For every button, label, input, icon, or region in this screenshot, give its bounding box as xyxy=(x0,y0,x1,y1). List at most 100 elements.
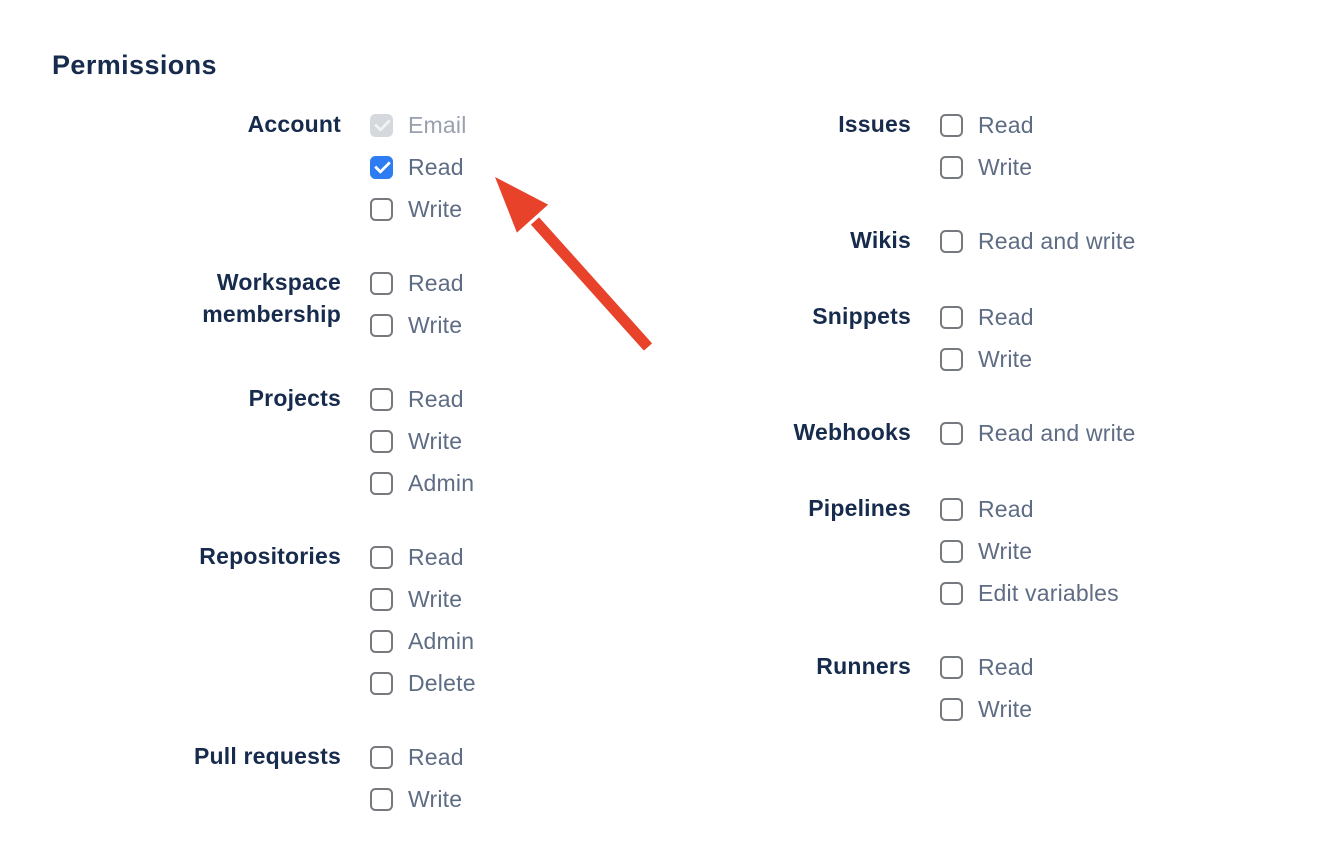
permission-option: Read xyxy=(370,744,464,770)
checkbox-unchecked[interactable] xyxy=(940,229,963,253)
checkbox-unchecked[interactable] xyxy=(370,545,393,569)
checkbox-label[interactable]: Admin xyxy=(408,469,475,496)
permission-option: Read xyxy=(370,270,464,296)
permission-options: Read Write Edit variables xyxy=(940,496,1119,606)
checkbox-label[interactable]: Write xyxy=(978,345,1033,372)
permission-options: Read Write xyxy=(370,270,464,338)
permission-option: Read xyxy=(940,304,1034,330)
checkbox-unchecked[interactable] xyxy=(370,429,393,453)
checkbox-label[interactable]: Write xyxy=(978,153,1033,180)
permission-group: Issues Read Write xyxy=(736,111,1136,180)
permission-options: Read Write xyxy=(940,654,1034,722)
permission-group: Projects Read Write Admin xyxy=(166,385,476,496)
permission-option: Write xyxy=(940,696,1034,722)
checkbox-label[interactable]: Edit variables xyxy=(978,579,1119,606)
permission-option: Read xyxy=(940,112,1034,138)
checkbox-label[interactable]: Read and write xyxy=(978,227,1136,254)
checkbox-label[interactable]: Read xyxy=(408,385,464,412)
checkbox-label[interactable]: Delete xyxy=(408,669,476,696)
checkbox-unchecked[interactable] xyxy=(370,745,393,769)
checkbox-label[interactable]: Read xyxy=(978,111,1034,138)
permission-option: Read xyxy=(940,496,1119,522)
checkbox-checked[interactable] xyxy=(370,155,393,179)
permission-group-label: Repositories xyxy=(199,543,341,569)
checkbox-label[interactable]: Write xyxy=(408,585,463,612)
permission-group: Repositories Read Write Admin xyxy=(166,543,476,696)
checkbox-label[interactable]: Admin xyxy=(408,627,475,654)
permission-option: Write xyxy=(370,786,464,812)
permissions-column-right: Issues Read Write Wikis xyxy=(736,111,1136,722)
permission-options: Read Write xyxy=(940,112,1034,180)
checkbox-unchecked[interactable] xyxy=(940,305,963,329)
permission-option: Write xyxy=(940,538,1119,564)
permission-group: Webhooks Read and write xyxy=(736,419,1136,448)
checkbox-label[interactable]: Write xyxy=(408,785,463,812)
checkbox-unchecked[interactable] xyxy=(940,421,963,445)
permission-option: Email xyxy=(370,112,467,138)
checkbox-unchecked[interactable] xyxy=(370,387,393,411)
checkbox-unchecked[interactable] xyxy=(940,539,963,563)
permission-group-label: Pull requests xyxy=(193,743,341,769)
permission-group-label: Pipelines xyxy=(808,495,911,521)
checkbox-unchecked[interactable] xyxy=(370,629,393,653)
checkbox-unchecked[interactable] xyxy=(940,113,963,137)
checkbox-label[interactable]: Write xyxy=(408,311,463,338)
permission-option: Write xyxy=(370,428,474,454)
permission-option: Admin xyxy=(370,470,474,496)
permission-options: Email Read Write xyxy=(370,112,467,222)
checkbox-unchecked[interactable] xyxy=(940,655,963,679)
checkbox-label[interactable]: Read xyxy=(408,543,464,570)
checkbox-unchecked[interactable] xyxy=(370,671,393,695)
checkbox-label[interactable]: Read and write xyxy=(978,419,1136,446)
checkbox-unchecked[interactable] xyxy=(370,787,393,811)
permission-group-label: Workspace membership xyxy=(202,269,341,327)
checkbox-unchecked[interactable] xyxy=(940,347,963,371)
permission-option: Write xyxy=(370,312,464,338)
permission-option: Delete xyxy=(370,670,476,696)
checkbox-unchecked[interactable] xyxy=(370,197,393,221)
checkbox-unchecked[interactable] xyxy=(370,587,393,611)
checkbox-unchecked[interactable] xyxy=(370,471,393,495)
checkbox-unchecked[interactable] xyxy=(370,313,393,337)
checkbox-unchecked[interactable] xyxy=(940,155,963,179)
checkbox-label: Email xyxy=(408,111,467,138)
checkbox-unchecked[interactable] xyxy=(370,271,393,295)
checkbox-label[interactable]: Write xyxy=(978,695,1033,722)
permission-group: Snippets Read Write xyxy=(736,303,1136,372)
checkbox-unchecked[interactable] xyxy=(940,697,963,721)
permission-options: Read Write Admin xyxy=(370,386,474,496)
permission-option: Write xyxy=(370,196,467,222)
permission-option: Read and write xyxy=(940,420,1136,446)
checkbox-label[interactable]: Write xyxy=(408,195,463,222)
checkbox-label[interactable]: Write xyxy=(978,537,1033,564)
permission-group-label: Runners xyxy=(816,653,911,679)
checkbox-label[interactable]: Read xyxy=(408,743,464,770)
checkbox-unchecked[interactable] xyxy=(940,497,963,521)
checkbox-label[interactable]: Read xyxy=(408,153,464,180)
permissions-column-left: Account Email Read Write xyxy=(166,111,476,812)
checkbox-label[interactable]: Read xyxy=(408,269,464,296)
checkbox-label[interactable]: Read xyxy=(978,653,1034,680)
permission-option: Write xyxy=(940,154,1034,180)
checkbox-label[interactable]: Read xyxy=(978,495,1034,522)
permission-group: Runners Read Write xyxy=(736,653,1136,722)
permission-options: Read and write xyxy=(940,420,1136,448)
checkbox-label[interactable]: Read xyxy=(978,303,1034,330)
checkbox-unchecked[interactable] xyxy=(940,581,963,605)
permission-group-label: Account xyxy=(247,111,341,137)
permission-group: Wikis Read and write xyxy=(736,227,1136,256)
checkbox-label[interactable]: Write xyxy=(408,427,463,454)
permission-group: Workspace membership Read Write xyxy=(166,269,476,338)
permission-group-label: Webhooks xyxy=(793,419,911,445)
permissions-heading: Permissions xyxy=(52,50,217,80)
permission-group: Pipelines Read Write Edit var xyxy=(736,495,1136,606)
permission-options: Read Write xyxy=(370,744,464,812)
permission-options: Read Write Admin Delete xyxy=(370,544,476,696)
permission-option: Edit variables xyxy=(940,580,1119,606)
permission-option: Write xyxy=(940,346,1034,372)
permission-option: Read xyxy=(370,544,476,570)
permission-group-label: Snippets xyxy=(812,303,911,329)
permission-option: Read and write xyxy=(940,228,1136,254)
permission-options: Read and write xyxy=(940,228,1136,256)
checkbox-checked-disabled xyxy=(370,113,393,137)
